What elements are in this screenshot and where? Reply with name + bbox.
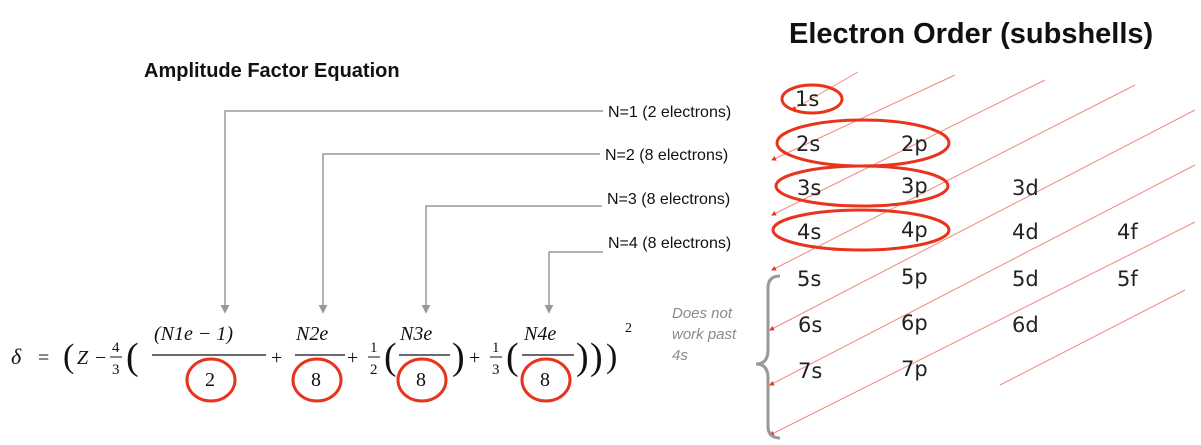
electron-order-title: Electron Order (subshells) xyxy=(789,18,1153,50)
term4-paren-left: ( xyxy=(506,336,519,378)
note-line-3: 4s xyxy=(672,347,688,364)
diagonal-line xyxy=(769,164,1196,386)
denominator-highlights xyxy=(185,357,572,403)
subshell-3s: 3s xyxy=(797,176,821,200)
note-line-2: work past xyxy=(672,326,737,343)
subshell-7p: 7p xyxy=(901,357,928,381)
subshell-5d: 5d xyxy=(1012,267,1039,291)
frac-1-2-numerator: 1 xyxy=(370,340,378,356)
subshell-grid: 1s 2s 2p 3s 3p 3d 4s 4p 4d 4f 5s 5p 5d 5… xyxy=(795,87,1138,383)
note-line-1: Does not xyxy=(672,305,733,322)
term2-denominator: 8 xyxy=(311,369,321,391)
shell-1-highlight xyxy=(780,83,844,115)
subshell-2p: 2p xyxy=(901,132,928,156)
subshell-5p: 5p xyxy=(901,265,928,289)
shell-level-labels: N=1 (2 electrons) N=2 (8 electrons) N=3 … xyxy=(605,104,731,252)
term3-paren-right: ) xyxy=(452,336,465,378)
subshell-5f: 5f xyxy=(1117,267,1138,291)
filling-order-diagonals xyxy=(769,71,1196,436)
subshell-6s: 6s xyxy=(798,313,822,337)
subshell-4d: 4d xyxy=(1012,220,1039,244)
connector-n3 xyxy=(421,205,602,314)
curly-brace xyxy=(755,274,781,440)
denominator-3-highlight xyxy=(396,357,448,403)
term1-numerator: (N1e − 1) xyxy=(154,323,233,345)
mid-paren-left: ( xyxy=(126,336,139,378)
shell-label-n1: N=1 (2 electrons) xyxy=(608,104,731,121)
term3-numerator: N3e xyxy=(399,323,432,345)
subshell-2s: 2s xyxy=(796,132,820,156)
subshell-6d: 6d xyxy=(1012,313,1039,337)
mid-paren-right: ) xyxy=(590,336,603,378)
plus-sign-3: + xyxy=(469,347,480,369)
exponent-2: 2 xyxy=(625,321,632,336)
frac-1-3-numerator: 1 xyxy=(492,340,500,356)
subshell-5s: 5s xyxy=(797,267,821,291)
denominator-1-highlight xyxy=(185,357,237,403)
shell-3-highlight xyxy=(774,164,950,208)
diagonal-line xyxy=(771,84,1136,271)
minus-sign: − xyxy=(95,347,106,369)
connector-n2 xyxy=(318,153,600,314)
outer-paren-left: ( xyxy=(63,338,74,375)
diagonal-line xyxy=(791,71,859,111)
diagonal-line xyxy=(771,79,1046,216)
subshell-6p: 6p xyxy=(901,311,928,335)
shell-4-highlight xyxy=(771,208,951,252)
frac-1-2-denominator: 2 xyxy=(370,362,378,378)
connector-n4 xyxy=(544,251,603,314)
plus-sign-1: + xyxy=(271,347,282,369)
subshell-1s: 1s xyxy=(795,87,819,111)
diagonal-line xyxy=(771,74,956,161)
diagonal-line xyxy=(769,221,1196,436)
denominator-2-highlight xyxy=(291,357,343,403)
subshell-4f: 4f xyxy=(1117,220,1138,244)
frac-4-numerator: 4 xyxy=(112,340,120,356)
connector-n1 xyxy=(220,110,603,314)
subshell-4p: 4p xyxy=(901,218,928,242)
term3-denominator: 8 xyxy=(416,369,426,391)
subshell-4s: 4s xyxy=(797,220,821,244)
shell-label-n3: N=3 (8 electrons) xyxy=(607,191,730,208)
term2-numerator: N2e xyxy=(295,323,328,345)
subshell-7s: 7s xyxy=(798,359,822,383)
shell-highlights xyxy=(771,83,951,252)
shell-label-n4: N=4 (8 electrons) xyxy=(608,235,731,252)
limitation-note: Does not work past 4s xyxy=(672,305,737,364)
subshell-3d: 3d xyxy=(1012,176,1039,200)
equals-sign: = xyxy=(38,347,49,369)
term4-numerator: N4e xyxy=(523,323,556,345)
diagonal-line xyxy=(769,109,1196,331)
amplitude-equation: δ = ( Z − 4 3 ( (N1e − 1) 2 + N2e 8 + 1 … xyxy=(11,321,632,391)
equation-title: Amplitude Factor Equation xyxy=(144,60,400,82)
z-variable: Z xyxy=(77,347,89,369)
term4-denominator: 8 xyxy=(540,369,550,391)
frac-1-3-denominator: 3 xyxy=(492,362,500,378)
denominator-4-highlight xyxy=(520,357,572,403)
outer-paren-right: ) xyxy=(606,338,617,375)
delta-symbol: δ xyxy=(11,344,22,369)
term4-paren-right: ) xyxy=(576,336,589,378)
term3-paren-left: ( xyxy=(384,336,397,378)
shell-label-n2: N=2 (8 electrons) xyxy=(605,147,728,164)
diagonal-line xyxy=(999,289,1186,386)
plus-sign-2: + xyxy=(347,347,358,369)
connector-lines xyxy=(220,110,603,314)
subshell-3p: 3p xyxy=(901,174,928,198)
frac-4-denominator: 3 xyxy=(112,362,120,378)
term1-denominator: 2 xyxy=(205,369,215,391)
